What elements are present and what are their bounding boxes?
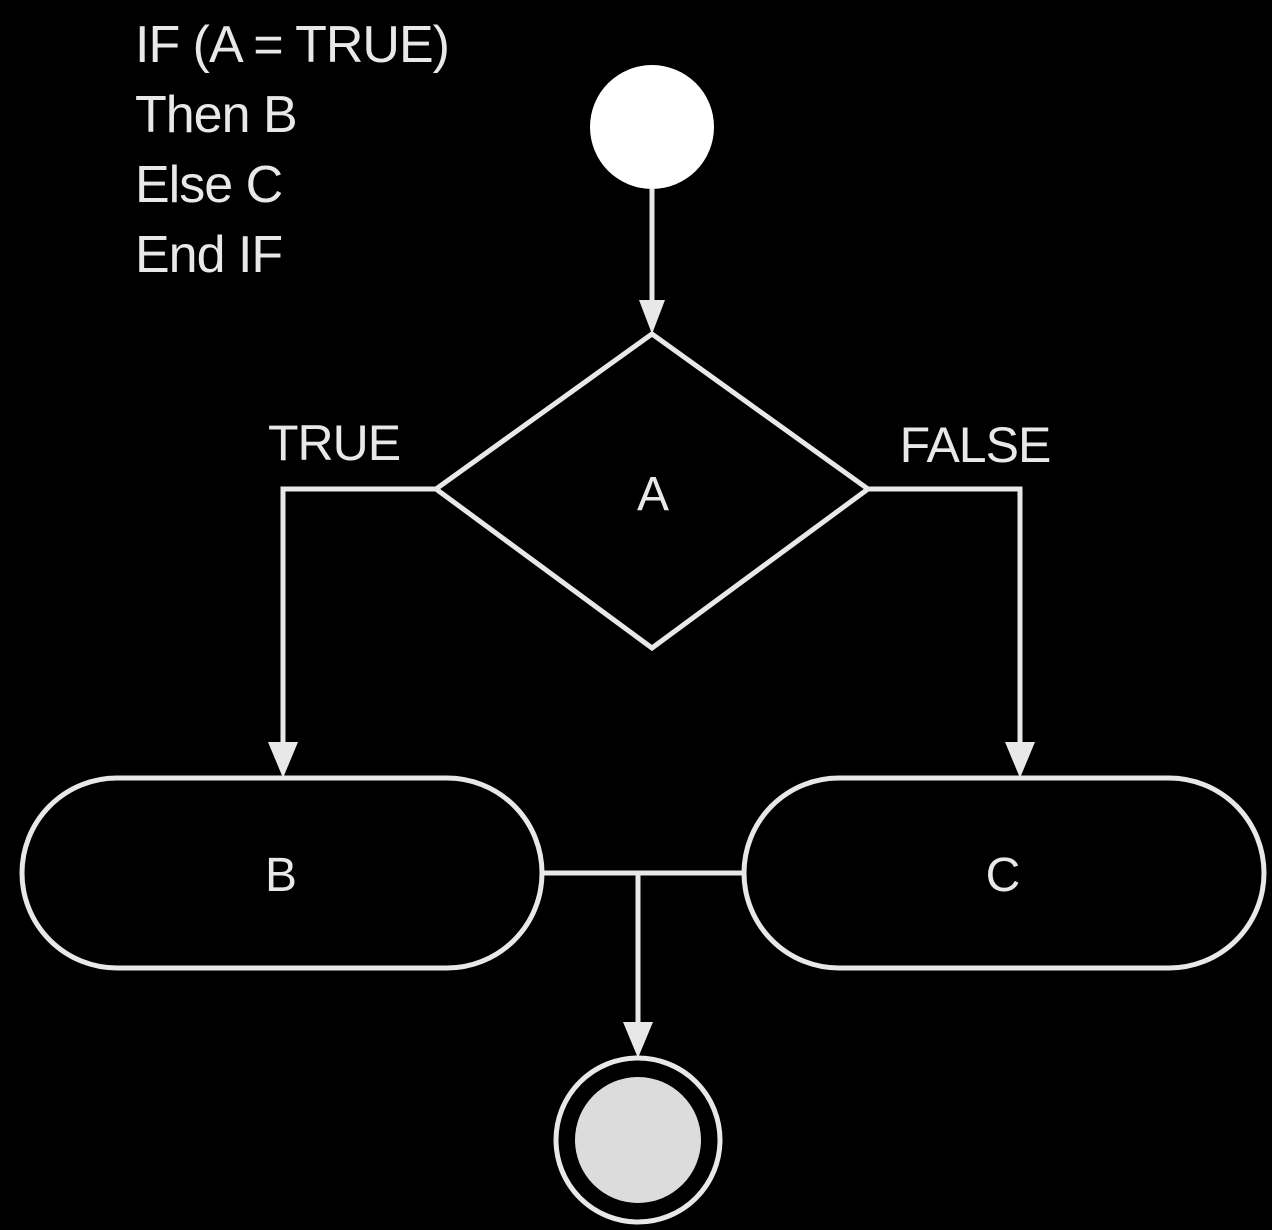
pseudocode-line-then: Then B [135, 86, 298, 144]
decision-label: A [637, 468, 669, 521]
end-node-outer-ring [553, 1055, 723, 1225]
pseudocode-line-endif: End IF [135, 226, 283, 284]
end-node [575, 1077, 701, 1203]
arrowhead-b [268, 742, 298, 778]
start-node [590, 65, 714, 189]
flow-false-branch [868, 486, 1023, 760]
decision-node [431, 330, 873, 652]
flow-true-branch [280, 486, 436, 760]
true-label: TRUE [268, 415, 400, 471]
pseudocode-line-if: IF (A = TRUE) [135, 16, 450, 74]
action-c-label: C [986, 849, 1021, 902]
pseudocode-block: IF (A = TRUE) Then B Else C End IF [135, 10, 450, 290]
arrowhead-c [1005, 742, 1035, 778]
arrowhead-decision [639, 300, 665, 334]
action-b-label: B [265, 849, 297, 902]
false-label: FALSE [900, 417, 1051, 473]
pseudocode-line-else: Else C [135, 156, 283, 214]
arrowhead-end [623, 1022, 653, 1058]
